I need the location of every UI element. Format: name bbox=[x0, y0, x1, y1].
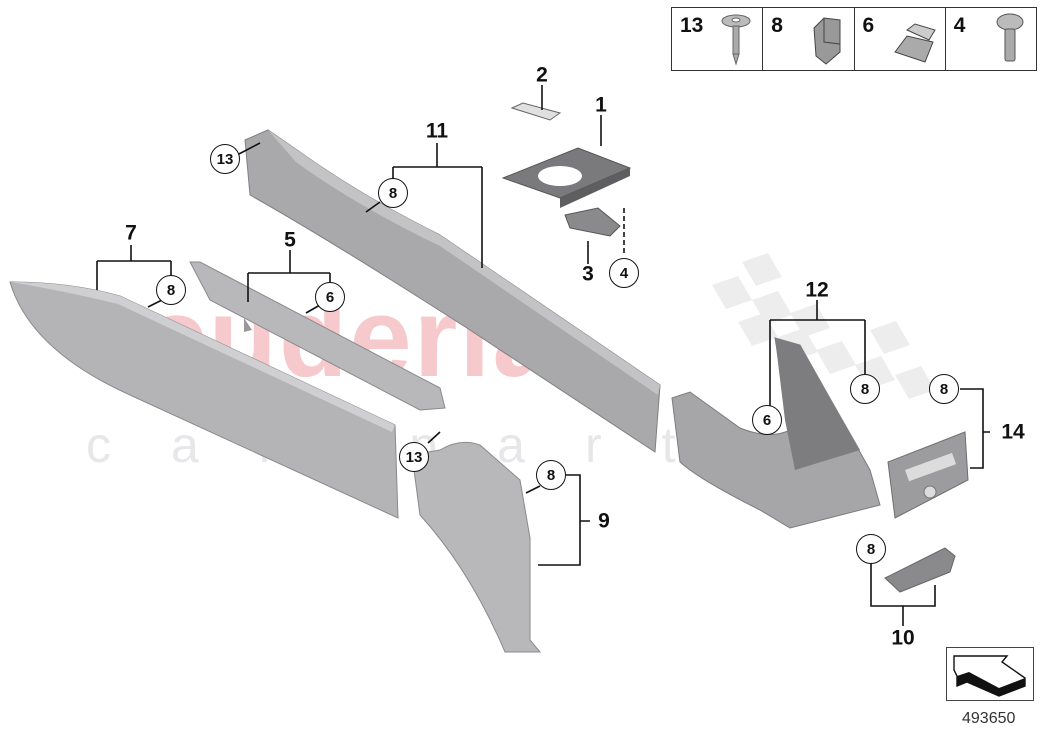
part-1-cup-holder-frame bbox=[501, 147, 632, 208]
round-head-screw-icon bbox=[996, 13, 1024, 62]
legend-number: 6 bbox=[862, 14, 875, 37]
callout-2: 2 bbox=[536, 63, 548, 87]
callout-10: 10 bbox=[891, 626, 915, 650]
screw-with-washer-icon bbox=[721, 14, 751, 66]
orientation-arrow-icon bbox=[953, 655, 1026, 697]
circled-ref-8: 8 bbox=[850, 374, 880, 404]
callout-12: 12 bbox=[805, 278, 829, 302]
circled-ref-6: 6 bbox=[315, 282, 345, 312]
legend-item-4: 4 bbox=[946, 8, 1036, 70]
callout-3: 3 bbox=[582, 262, 594, 286]
fastener-legend: 13 8 6 4 bbox=[671, 7, 1037, 71]
legend-item-6: 6 bbox=[855, 8, 946, 70]
circled-ref-4: 4 bbox=[609, 258, 639, 288]
circled-ref-8: 8 bbox=[929, 374, 959, 404]
part-11-center-console-trim bbox=[244, 129, 661, 453]
circled-ref-8: 8 bbox=[378, 178, 408, 208]
part-7-side-trim-panel bbox=[9, 281, 399, 519]
spring-clip-icon bbox=[812, 17, 840, 65]
circled-ref-8: 8 bbox=[156, 275, 186, 305]
circled-ref-13: 13 bbox=[399, 442, 429, 472]
legend-item-13: 13 bbox=[672, 8, 764, 70]
circled-ref-6: 6 bbox=[752, 405, 782, 435]
circled-ref-13: 13 bbox=[210, 144, 240, 174]
part-10-trim-bracket bbox=[884, 547, 956, 593]
callout-9: 9 bbox=[598, 509, 610, 533]
checkered-flag-watermark bbox=[712, 253, 935, 399]
legend-number: 4 bbox=[953, 14, 966, 37]
callout-11: 11 bbox=[425, 119, 449, 143]
circled-ref-8: 8 bbox=[536, 460, 566, 490]
callout-1: 1 bbox=[595, 93, 607, 117]
part-9-lower-trim-panel bbox=[411, 441, 542, 653]
part-3-bracket bbox=[564, 207, 621, 237]
part-14-rear-panel-bezel bbox=[887, 431, 969, 519]
part-12-rear-console-frame bbox=[671, 337, 881, 529]
legend-number: 13 bbox=[680, 14, 704, 37]
callout-7: 7 bbox=[125, 221, 137, 245]
legend-item-8: 8 bbox=[763, 8, 855, 70]
circled-ref-8: 8 bbox=[856, 534, 886, 564]
part-2-insert-plate bbox=[510, 102, 562, 121]
legend-number: 8 bbox=[771, 14, 783, 37]
clamp-clip-icon bbox=[893, 23, 936, 63]
part-5-trim-strip bbox=[189, 261, 446, 411]
orientation-reference-box bbox=[946, 647, 1034, 701]
diagram-reference-number: 493650 bbox=[962, 710, 1016, 727]
leader-lines bbox=[96, 85, 990, 626]
callout-5: 5 bbox=[284, 228, 296, 252]
callout-14: 14 bbox=[1001, 420, 1025, 444]
